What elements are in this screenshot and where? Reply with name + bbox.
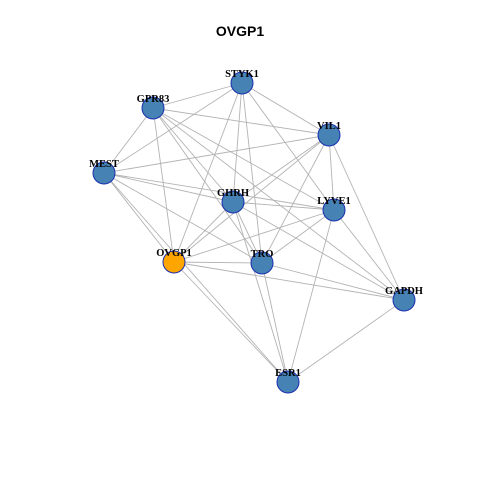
edge-mest-lyve1 bbox=[103, 172, 335, 211]
node-lyve1 bbox=[322, 198, 346, 222]
node-label-esr1: ESR1 bbox=[275, 368, 301, 379]
node-label-gpr83: GPR83 bbox=[137, 94, 170, 105]
edge-vil1-ovgp1 bbox=[173, 134, 330, 263]
edge-styk1-lyve1 bbox=[241, 82, 335, 211]
edge-styk1-tro bbox=[241, 82, 263, 264]
node-vil1 bbox=[317, 123, 341, 147]
edge-gpr83-lyve1 bbox=[152, 107, 335, 211]
edge-gpr83-tro bbox=[152, 107, 263, 264]
edge-mest-esr1 bbox=[103, 172, 289, 383]
node-label-mest: MEST bbox=[89, 159, 119, 170]
edge-styk1-ghrh bbox=[232, 82, 243, 203]
edge-lyve1-esr1 bbox=[287, 209, 335, 383]
node-gpr83 bbox=[141, 96, 165, 120]
edge-gpr83-vil1 bbox=[152, 107, 330, 136]
edge-mest-tro bbox=[103, 172, 263, 264]
edge-styk1-gpr83 bbox=[152, 82, 243, 109]
edge-mest-ghrh bbox=[103, 172, 234, 203]
node-label-gapdh: GAPDH bbox=[385, 286, 423, 297]
node-layer bbox=[92, 71, 416, 394]
edge-gpr83-mest bbox=[103, 107, 154, 174]
edge-ghrh-esr1 bbox=[232, 201, 289, 383]
edge-vil1-mest bbox=[103, 134, 330, 174]
edge-ovgp1-tro bbox=[173, 261, 263, 264]
edge-vil1-ghrh bbox=[232, 134, 330, 203]
edge-lyve1-tro bbox=[261, 209, 335, 264]
node-label-ghrh: GHRH bbox=[217, 188, 249, 199]
edge-ghrh-ovgp1 bbox=[173, 201, 234, 263]
edge-ghrh-lyve1 bbox=[232, 201, 335, 211]
edge-lyve1-ovgp1 bbox=[173, 209, 335, 263]
node-ghrh bbox=[221, 190, 245, 214]
node-mest bbox=[92, 161, 116, 185]
node-label-lyve1: LYVE1 bbox=[317, 196, 350, 207]
edge-lyve1-gapdh bbox=[333, 209, 405, 301]
node-ovgp1 bbox=[162, 250, 186, 274]
edge-ghrh-gapdh bbox=[232, 201, 405, 301]
node-label-tro: TRO bbox=[251, 249, 274, 260]
edge-styk1-mest bbox=[103, 82, 243, 174]
edge-layer bbox=[103, 82, 405, 383]
edge-ovgp1-esr1 bbox=[173, 261, 289, 383]
edge-tro-gapdh bbox=[261, 262, 405, 301]
node-label-styk1: STYK1 bbox=[225, 69, 259, 80]
edge-gpr83-ovgp1 bbox=[152, 107, 175, 263]
edge-styk1-vil1 bbox=[241, 82, 330, 136]
node-esr1 bbox=[276, 370, 300, 394]
edge-tro-esr1 bbox=[261, 262, 289, 383]
node-label-vil1: VIL1 bbox=[317, 121, 341, 132]
node-label-ovgp1: OVGP1 bbox=[156, 248, 192, 259]
node-styk1 bbox=[230, 71, 254, 95]
edge-mest-ovgp1 bbox=[103, 172, 175, 263]
edge-vil1-tro bbox=[261, 134, 330, 264]
edge-gapdh-esr1 bbox=[287, 299, 405, 383]
node-tro bbox=[250, 251, 274, 275]
graph-title: OVGP1 bbox=[216, 23, 264, 39]
edge-gpr83-ghrh bbox=[152, 107, 234, 203]
edge-vil1-lyve1 bbox=[328, 134, 335, 211]
node-gapdh bbox=[392, 288, 416, 312]
edge-gpr83-gapdh bbox=[152, 107, 405, 301]
edge-vil1-gapdh bbox=[328, 134, 405, 301]
edge-ovgp1-gapdh bbox=[173, 261, 405, 301]
